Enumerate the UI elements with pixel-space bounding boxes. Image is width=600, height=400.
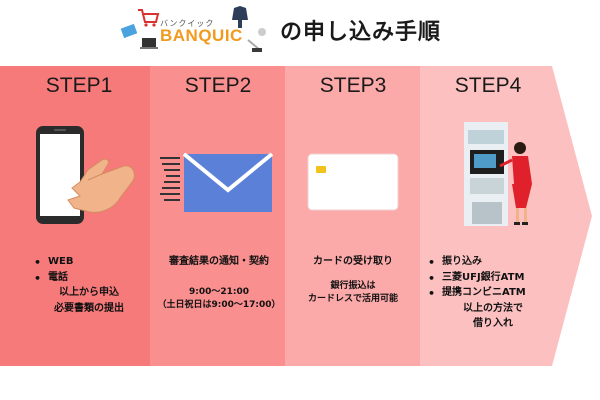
golf-ball-icon	[258, 28, 266, 36]
page-title: の申し込み手順	[280, 20, 442, 45]
mail-icon	[160, 152, 274, 212]
banquic-logo: バンクイック BANQUIC	[116, 4, 276, 60]
laptop-icon	[140, 38, 158, 49]
logo-text: BANQUIC	[160, 26, 243, 45]
step4-line-borrow: 借り入れ	[473, 318, 513, 329]
step3-bank-transfer: 銀行振込は	[330, 280, 376, 291]
step3-band	[285, 66, 420, 366]
step3-label: STEP3	[319, 74, 387, 97]
step3-text: カードの受け取り 銀行振込は カードレスで活用可能	[287, 254, 419, 307]
header: バンクイック BANQUIC の申し込み手順	[0, 0, 600, 66]
step4-text: 振り込み 三菱UFJ銀行ATM 提携コンビニATM 以上の方法で 借り入れ	[428, 254, 558, 332]
step1-label: STEP1	[45, 74, 113, 97]
step2-line-result: 審査結果の通知・契約	[169, 256, 269, 267]
jacket-icon	[232, 6, 248, 28]
step1-bullet-phone: 電話	[34, 270, 150, 287]
step4-bullet-mufg-atm: 三菱UFJ銀行ATM	[428, 270, 558, 287]
step1-bullet-web: WEB	[34, 254, 150, 271]
step1-text: WEB 電話 以上から申込 必要書類の提出	[28, 254, 150, 316]
step2-hours: 9:00～21:00	[188, 286, 250, 297]
step2-label: STEP2	[184, 74, 252, 97]
smartphone-tap-icon	[36, 126, 135, 224]
step2-weekend-hours: （土日祝日は9:00～17:00）	[157, 300, 281, 311]
step3-line-receive: カードの受け取り	[313, 256, 393, 267]
step4-bullets: 振り込み 三菱UFJ銀行ATM 提携コンビニATM	[428, 254, 558, 302]
logo-kana: バンクイック	[160, 19, 215, 28]
step1-line-apply: 以上から申込	[59, 287, 119, 298]
book-icon	[120, 23, 138, 39]
shoe-icon	[252, 48, 262, 52]
step2-band	[150, 66, 285, 366]
step2-text: 審査結果の通知・契約 9:00～21:00 （土日祝日は9:00～17:00）	[152, 254, 286, 313]
cart-icon	[138, 9, 160, 27]
atm-icon	[464, 122, 532, 226]
step1-line-documents: 必要書類の提出	[54, 302, 124, 314]
step4-line-methods: 以上の方法で	[463, 302, 523, 314]
step4-label: STEP4	[454, 74, 522, 97]
step1-bullets: WEB 電話	[28, 254, 150, 287]
step4-bullet-convenience-atm: 提携コンビニATM	[428, 285, 558, 302]
card-icon	[307, 153, 399, 211]
step3-cardless: カードレスで活用可能	[307, 294, 398, 305]
step4-bullet-transfer: 振り込み	[428, 254, 558, 271]
logo-shopping-icons	[120, 6, 266, 52]
